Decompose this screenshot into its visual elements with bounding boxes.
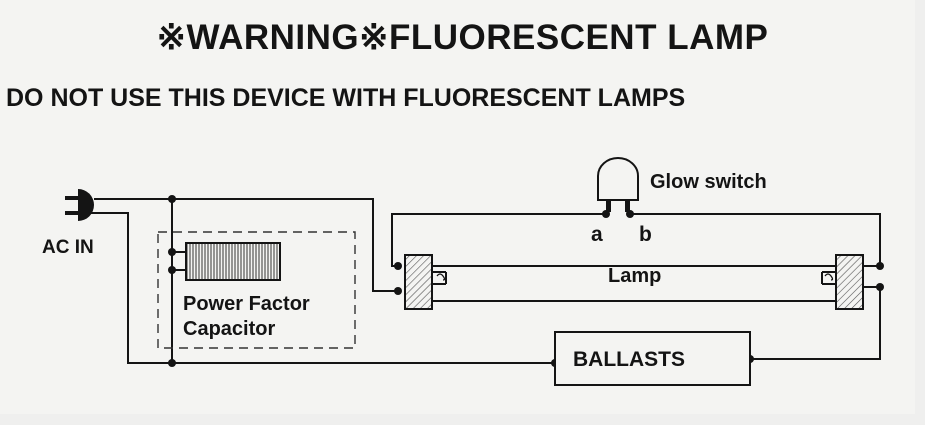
plug-icon: [65, 189, 94, 221]
lamp-label: Lamp: [608, 265, 661, 287]
page-subtitle: DO NOT USE THIS DEVICE WITH FLUORESCENT …: [6, 84, 686, 112]
glow-switch-label: Glow switch: [650, 171, 767, 193]
capacitor-dashed-box: [157, 231, 356, 349]
glow-switch-icon: [597, 157, 639, 212]
ballast-box: [554, 331, 751, 386]
ballasts-label: BALLASTS: [573, 348, 685, 371]
ac-in-label: AC IN: [42, 237, 94, 258]
lamp-left-endcap: [404, 254, 447, 310]
terminal-b-label: b: [639, 223, 652, 246]
capacitor-label-line1: Power Factor: [183, 293, 310, 315]
capacitor-icon: [185, 242, 281, 281]
paper-sheet: [0, 0, 915, 414]
terminal-a-label: a: [591, 223, 603, 246]
wiring: [90, 198, 881, 364]
capacitor-label-line2: Capacitor: [183, 318, 275, 340]
page-title: ※WARNING※FLUORESCENT LAMP: [156, 18, 769, 57]
lamp-right-endcap: [821, 254, 880, 310]
